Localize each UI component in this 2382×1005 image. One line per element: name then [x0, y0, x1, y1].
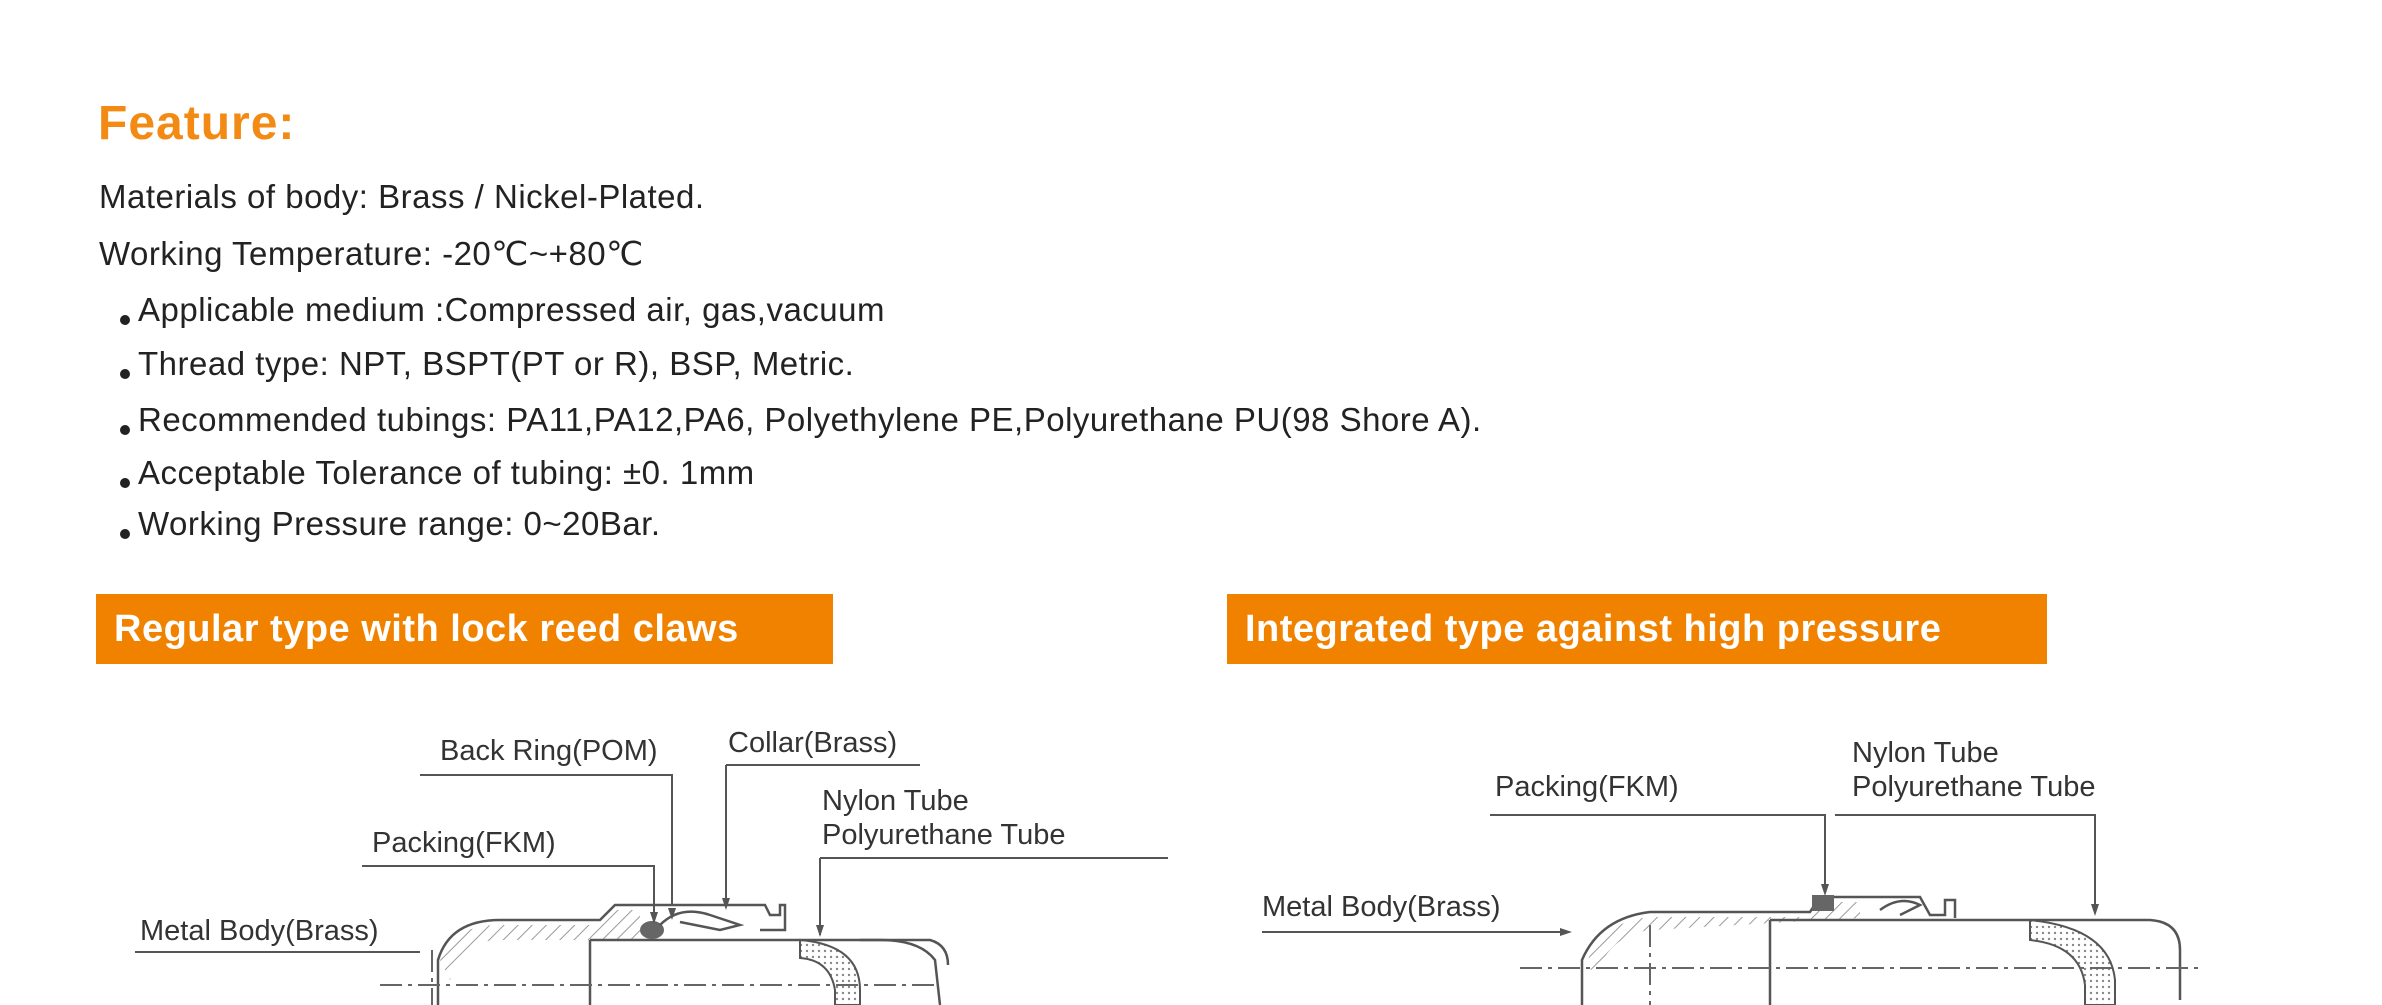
metal-body-label: Metal Body(Brass)	[140, 915, 379, 947]
back-ring-leader	[420, 774, 673, 905]
packing-ring	[640, 921, 664, 939]
tube-leader	[1835, 814, 2096, 910]
bullet-item: Recommended tubings: PA11,PA12,PA6, Poly…	[120, 401, 1482, 439]
packing-leader	[1490, 814, 1826, 888]
metal-body-outline	[1580, 895, 1957, 1005]
tube-outline	[1770, 918, 2182, 1000]
metal-body-outline	[436, 903, 787, 1005]
materials-line: Materials of body: Brass / Nickel-Plated…	[99, 178, 705, 215]
arrow-head	[722, 898, 730, 910]
bullet-text: Acceptable Tolerance of tubing: ±0. 1mm	[138, 454, 755, 491]
arrow-head	[1821, 884, 1829, 896]
arrow-head	[2091, 904, 2099, 916]
bullet-item: Acceptable Tolerance of tubing: ±0. 1mm	[120, 454, 755, 492]
packing-label: Packing(FKM)	[1495, 771, 1679, 803]
polyurethane-tube-label: Polyurethane Tube	[1852, 771, 2095, 803]
packing-ring	[1812, 895, 1834, 911]
regular-type-banner: Regular type with lock reed claws	[96, 594, 833, 664]
bullet-text: Thread type: NPT, BSPT(PT or R), BSP, Me…	[138, 345, 855, 382]
tube-wall	[799, 938, 861, 1005]
tube-end	[860, 938, 950, 966]
tube-wall	[2029, 918, 2116, 1005]
arrow-head	[1560, 928, 1572, 936]
tube-outline	[590, 938, 942, 1005]
bullet-text: Working Pressure range: 0~20Bar.	[138, 505, 661, 542]
temperature-line: Working Temperature: -20℃~+80℃	[99, 235, 644, 272]
packing-leader	[362, 865, 655, 918]
integrated-type-diagram: Nylon Tube Polyurethane Tube Packing(FKM…	[1262, 737, 2200, 1005]
bullet-item: Thread type: NPT, BSPT(PT or R), BSP, Me…	[120, 345, 854, 383]
bullet-dot-icon	[120, 315, 130, 325]
polyurethane-tube-label: Polyurethane Tube	[822, 819, 1065, 851]
collar-label: Collar(Brass)	[728, 727, 897, 759]
nylon-tube-label: Nylon Tube	[1852, 737, 1999, 769]
bullet-text: Applicable medium :Compressed air, gas,v…	[138, 291, 886, 328]
arrow-head	[668, 908, 676, 920]
bullet-dot-icon	[120, 478, 130, 488]
bullet-dot-icon	[120, 529, 130, 539]
back-ring-label: Back Ring(POM)	[440, 735, 658, 767]
nylon-tube-label: Nylon Tube	[822, 785, 969, 817]
bullet-dot-icon	[120, 369, 130, 379]
metal-body-label: Metal Body(Brass)	[1262, 891, 1501, 923]
integrated-type-banner: Integrated type against high pressure	[1227, 594, 2047, 664]
arrow-head	[816, 925, 824, 937]
feature-title: Feature:	[98, 97, 296, 150]
regular-type-diagram: Back Ring(POM) Collar(Brass) Nylon Tube …	[135, 727, 1168, 1005]
arrow-head	[650, 912, 658, 924]
inner-claw	[1879, 899, 1923, 917]
bullet-dot-icon	[120, 425, 130, 435]
lock-claw	[659, 910, 745, 932]
bullet-item: Working Pressure range: 0~20Bar.	[120, 505, 661, 543]
bullet-item: Applicable medium :Compressed air, gas,v…	[120, 291, 885, 329]
bullet-text: Recommended tubings: PA11,PA12,PA6, Poly…	[138, 401, 1482, 438]
packing-label: Packing(FKM)	[372, 827, 556, 859]
metal-body-hatch	[440, 910, 640, 980]
